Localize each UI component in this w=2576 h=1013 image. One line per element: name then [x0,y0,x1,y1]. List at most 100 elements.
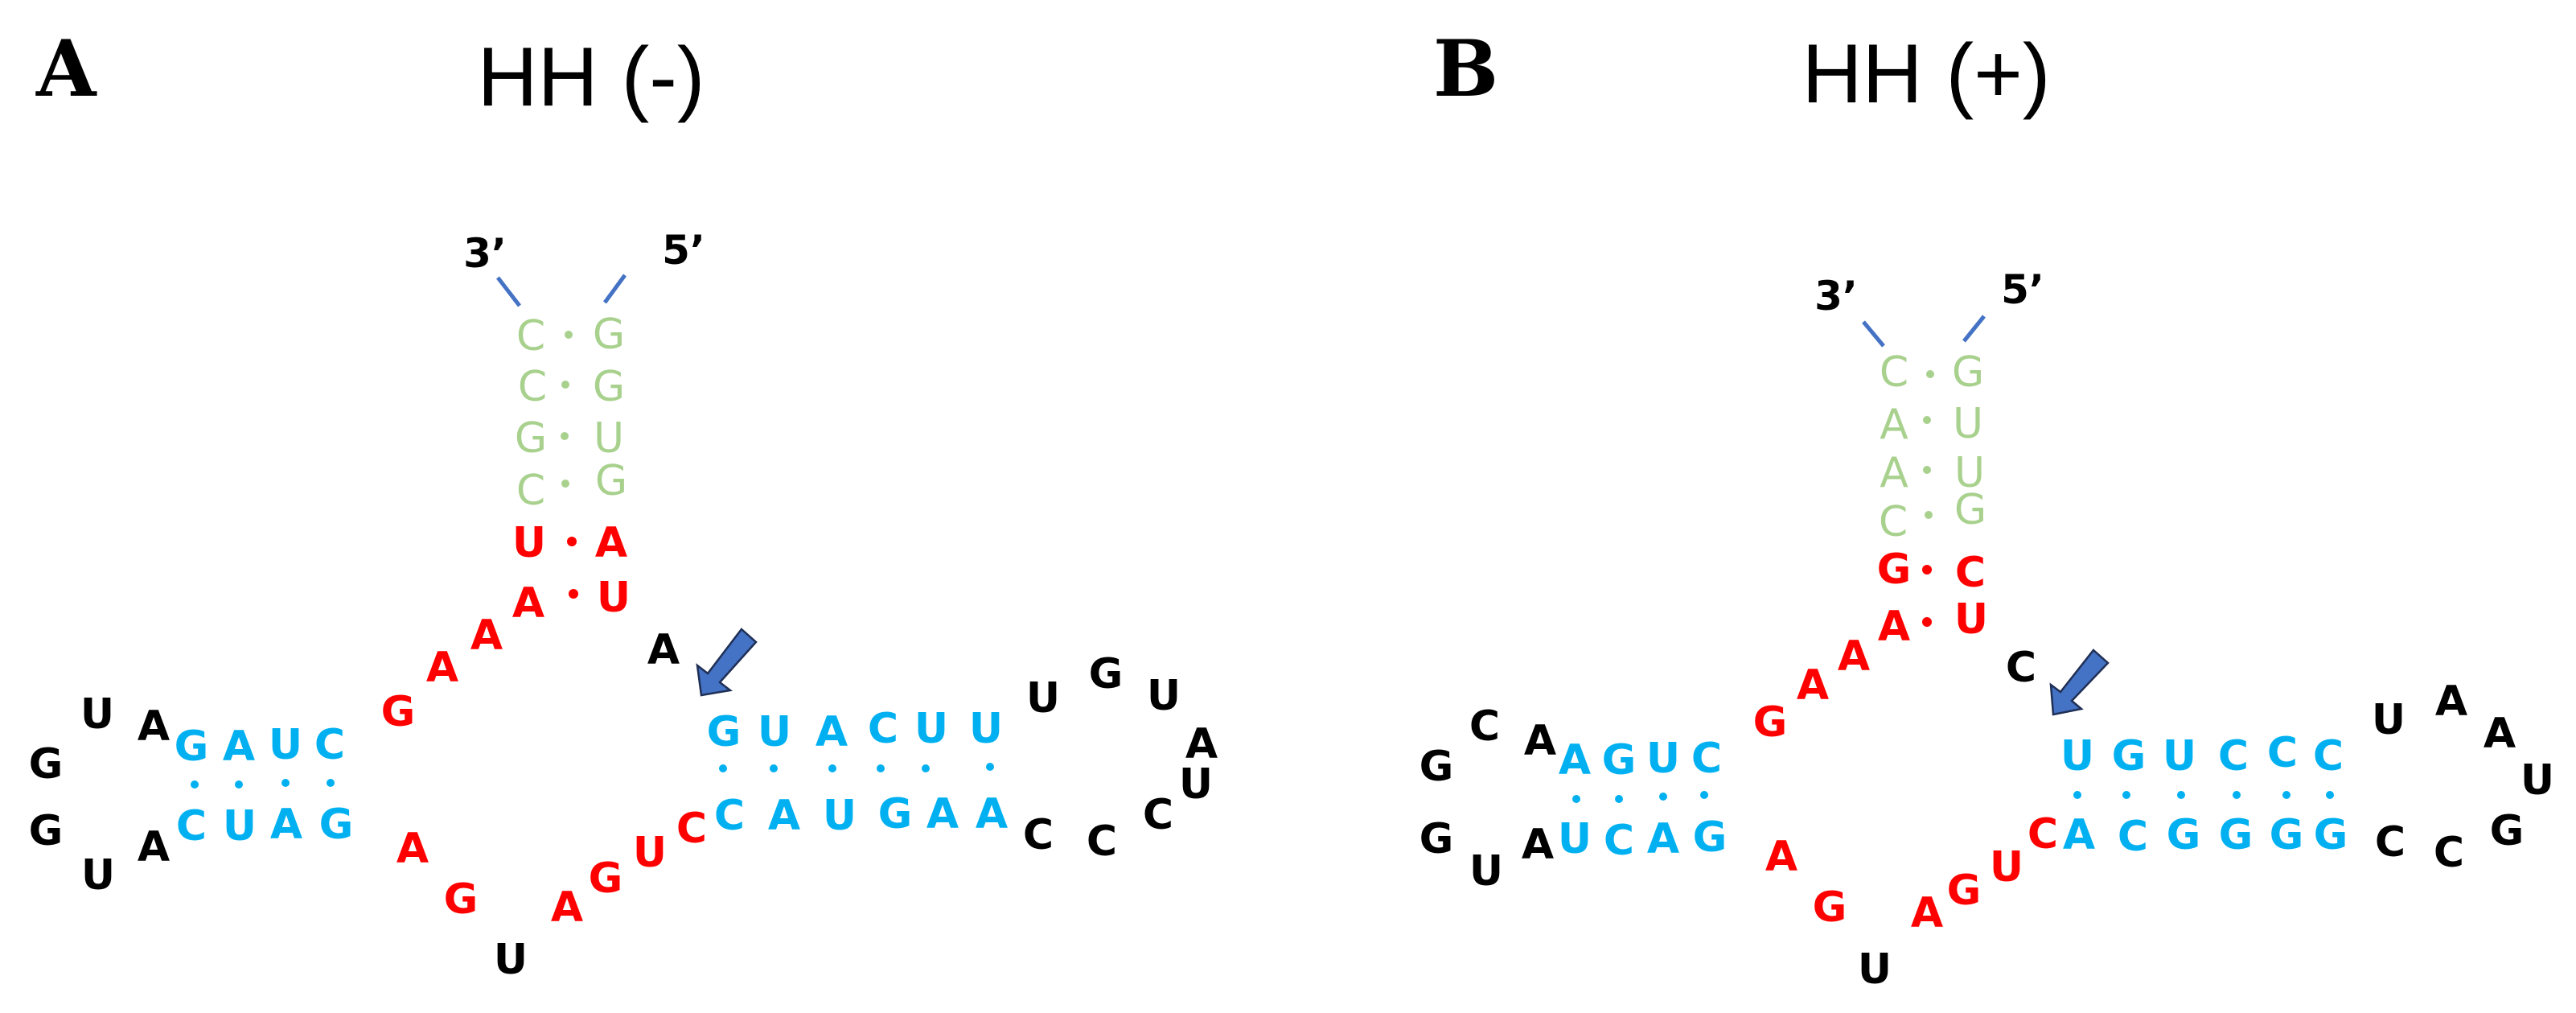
base-pair-dot [281,779,290,787]
nucleotide: U [1954,449,1986,497]
nucleotide: G [592,311,626,359]
nucleotide: C [2027,810,2059,859]
base-pair-dot [719,764,727,772]
nucleotide: U [596,574,631,622]
nucleotide: G [2111,732,2147,780]
strand-end-line [496,276,521,307]
nucleotide: A [1837,632,1871,681]
nucleotide: A [425,644,459,692]
nucleotide: A [1910,889,1944,937]
nucleotide: A [594,519,628,567]
nucleotide: A [1765,833,1798,881]
base-pair-dot [986,763,994,771]
nucleotide: A [2434,677,2468,726]
nucleotide: G [2313,811,2348,859]
base-pair-dot [561,432,569,440]
strand-end-line [1862,320,1885,348]
base-pair-dot [2177,791,2185,799]
five-prime-label: 5’ [2001,266,2044,313]
five-prime-label: 5’ [662,227,705,274]
nucleotide: C [713,792,746,840]
nucleotide: A [2483,710,2516,758]
base-pair-dot [561,381,569,389]
nucleotide: U [2371,696,2406,744]
base-pair-dot [2233,791,2241,799]
nucleotide: U [1469,847,1504,896]
base-pair-dot [569,589,578,599]
nucleotide: G [380,688,416,736]
nucleotide: G [1752,698,1788,747]
nucleotide: C [516,467,546,515]
nucleotide: A [396,825,429,873]
nucleotide: A [647,626,680,674]
panel-title-a: HH (-) [477,31,705,124]
base-pair-dot [1615,795,1623,803]
nucleotide: A [1880,449,1908,497]
nucleotide: C [1469,702,1501,751]
base-pair-dot [922,764,930,772]
nucleotide: A [1880,401,1908,449]
base-pair-dot [877,764,885,772]
nucleotide: G [1419,815,1454,863]
nucleotide: C [1086,817,1118,866]
nucleotide: G [588,854,623,903]
nucleotide: U [1557,815,1592,863]
nucleotide: U [1954,595,1989,644]
base-pair-dot [1923,466,1931,474]
nucleotide: U [222,802,257,850]
nucleotide: G [443,875,479,924]
panel-label-b: B [1433,23,1499,114]
nucleotide: U [80,690,115,739]
panel-title-b: HH (+) [1802,27,2051,121]
nucleotide: U [757,708,792,756]
strand-end-lines [496,274,1986,348]
base-pair-dot [1659,793,1667,801]
base-pair-dot [1925,511,1933,519]
nucleotide: C [1603,817,1635,865]
nucleotide: C [1878,498,1908,546]
nucleotide: G [2218,811,2253,859]
nucleotide: U [1178,760,1214,809]
nucleotide: A [1646,815,1680,863]
nucleotide: C [1022,811,1054,859]
base-pair-dot [2073,791,2081,799]
nucleotide: G [1954,486,1987,534]
nucleotide: A [1796,661,1830,710]
nucleotide: G [1692,813,1728,862]
nucleotide: C [676,805,708,853]
nucleotide: U [1989,843,2024,892]
nucleotide: A [1521,821,1555,869]
strand-end-line [602,274,627,304]
base-pair-dot [1926,370,1934,378]
panel-label-a: A [36,23,97,114]
nucleotide: A [137,823,171,871]
nucleotide: G [1946,867,1982,915]
nucleotide: G [1812,883,1847,932]
base-pair-dot [191,780,199,789]
nucleotide: A [269,801,303,849]
nucleotide: G [1951,348,1985,397]
nucleotide: U [1146,672,1181,720]
nucleotide: A [222,723,256,771]
base-pair-dot [565,331,573,339]
nucleotide: C [2217,732,2249,780]
nucleotide: A [470,612,503,660]
cleavage-arrow-icon [2049,649,2110,716]
nucleotide: C [1954,549,1986,597]
nucleotide: C [2374,818,2406,867]
base-pair-dot [1572,795,1580,803]
nucleotide: U [1645,735,1681,783]
nucleotide: A [512,579,545,628]
nucleotide: G [1876,546,1912,594]
base-pair-dot [235,780,243,789]
three-prime-label: 3’ [463,230,507,277]
nucleotide: A [137,702,171,751]
nucleotide: G [2166,811,2201,859]
nucleotide: C [1879,348,1909,397]
base-pair-dot [561,480,569,488]
nucleotide: G [318,801,354,849]
nucleotide: A [926,790,959,838]
base-pair-dot [1922,565,1932,574]
